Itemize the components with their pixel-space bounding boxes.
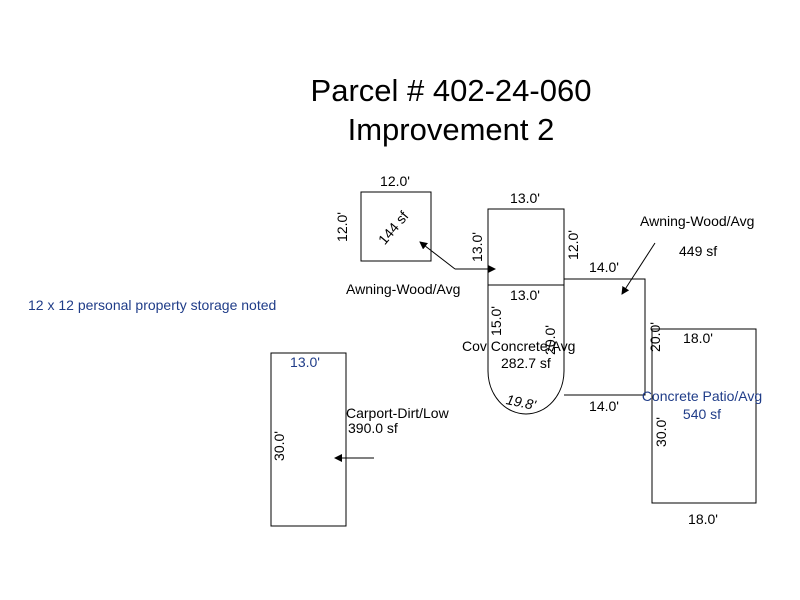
storage-height-label: 12.0' bbox=[334, 212, 350, 242]
patio-bottom-label: 18.0' bbox=[688, 511, 718, 527]
awning-left-left-label: 13.0' bbox=[469, 232, 485, 262]
awning-left-outline bbox=[487, 208, 565, 285]
cov-concrete-top-label: 13.0' bbox=[510, 287, 540, 303]
storage-outline bbox=[360, 191, 432, 262]
awning-right-bottom-label: 14.0' bbox=[589, 398, 619, 414]
awning-right-top-label: 14.0' bbox=[589, 259, 619, 275]
patio-label: Concrete Patio/Avg bbox=[642, 388, 762, 404]
improvement-title: Improvement 2 bbox=[348, 112, 555, 147]
cov-concrete-right-label: 20.0' bbox=[542, 325, 558, 355]
carport-top-label: 13.0' bbox=[290, 354, 320, 370]
cov-concrete-label: Cov Concrete/Avg bbox=[462, 338, 575, 354]
storage-arrow bbox=[419, 241, 456, 270]
cov-concrete-arc-label: 19.8' bbox=[505, 391, 539, 413]
patio-area-label: 540 sf bbox=[683, 406, 721, 422]
carport-area-label: 390.0 sf bbox=[348, 420, 398, 436]
patio-side-label: 30.0' bbox=[653, 417, 669, 447]
carport-label: Carport-Dirt/Low bbox=[346, 405, 450, 421]
patio-top-label: 18.0' bbox=[683, 330, 713, 346]
awning-right-label: Awning-Wood/Avg bbox=[640, 213, 754, 229]
cov-concrete-left-label: 15.0' bbox=[488, 306, 504, 336]
storage-width-label: 12.0' bbox=[380, 173, 410, 189]
awning-left-top-label: 13.0' bbox=[510, 190, 540, 206]
storage-note: 12 x 12 personal property storage noted bbox=[28, 297, 276, 313]
storage-area-label: 144 sf bbox=[375, 208, 412, 248]
awning-right-arrow bbox=[621, 242, 656, 295]
parcel-title: Parcel # 402-24-060 bbox=[311, 73, 592, 108]
cov-concrete-area-label: 282.7 sf bbox=[501, 355, 551, 371]
awning-left-label: Awning-Wood/Avg bbox=[346, 281, 460, 297]
awning-left-right-label: 12.0' bbox=[565, 230, 581, 260]
cov-concrete-outline bbox=[487, 284, 565, 415]
awning-right-outline bbox=[564, 278, 646, 396]
carport-outline bbox=[270, 352, 347, 527]
awning-right-right-label: 20.0' bbox=[647, 322, 663, 352]
patio-outline bbox=[651, 328, 757, 504]
carport-side-label: 30.0' bbox=[271, 431, 287, 461]
awning-right-area-label: 449 sf bbox=[679, 243, 717, 259]
